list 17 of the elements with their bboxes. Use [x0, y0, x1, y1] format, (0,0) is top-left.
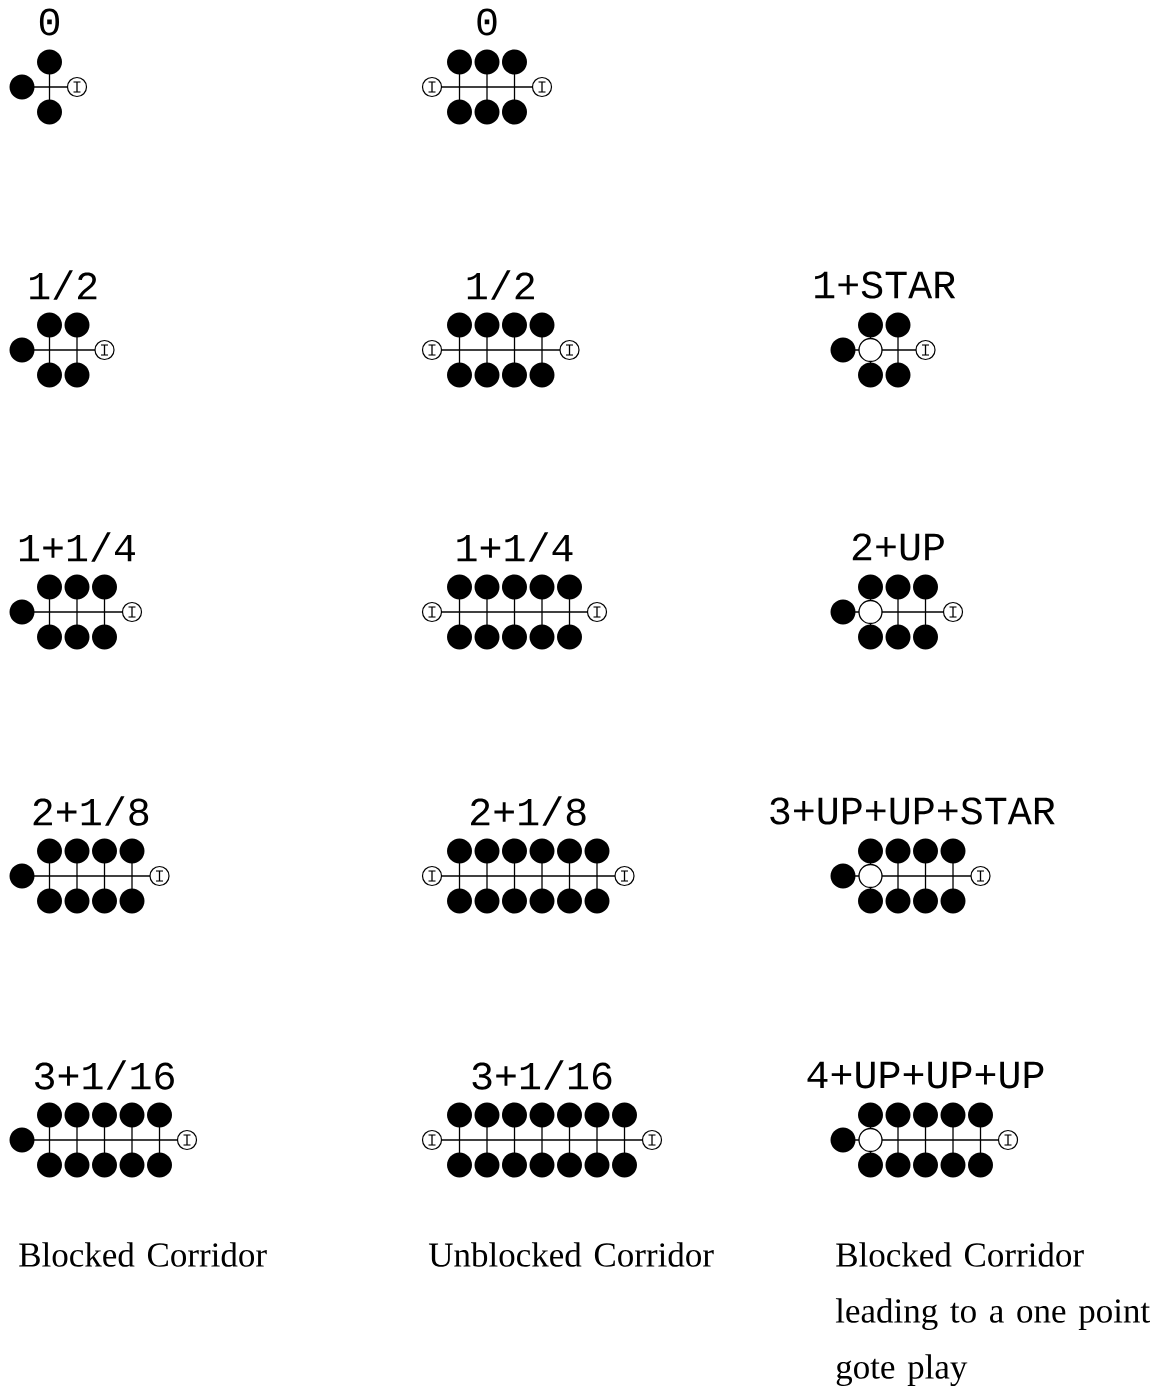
game-value: 1+1/4 [19, 532, 135, 562]
game-value: 2+1/8 [471, 796, 586, 826]
game-value: 3+1/16 [35, 1060, 174, 1090]
game-value: 0 [39, 8, 60, 36]
game-value: 2+1/8 [33, 796, 149, 826]
game-value: 4+UP+UP+UP [807, 1061, 1044, 1089]
column-caption: Blocked Corridor [19, 1242, 267, 1267]
column-caption: Blocked Corridor leading to a one point gote play [835, 1242, 1150, 1387]
game-value: 3+UP+UP+STAR [770, 797, 1055, 825]
game-value: 1/2 [30, 270, 97, 300]
game-value: 1/2 [467, 270, 534, 300]
game-value: 0 [477, 8, 497, 36]
game-value: 1+STAR [815, 271, 956, 299]
game-value: 2+UP [852, 533, 944, 561]
game-value: 1+1/4 [457, 532, 573, 562]
game-value: 3+1/16 [472, 1060, 612, 1090]
column-caption: Unblocked Corridor [428, 1242, 714, 1267]
